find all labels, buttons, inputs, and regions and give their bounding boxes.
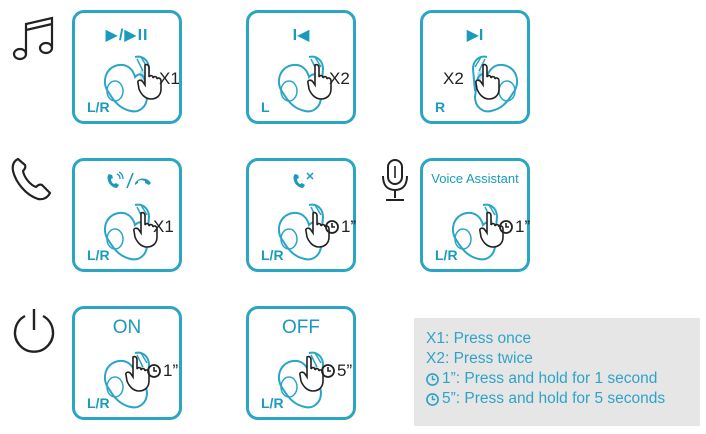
side-label: R	[435, 99, 446, 115]
card-power-on: ON 1” L/R	[72, 306, 182, 420]
microphone-icon	[382, 159, 408, 201]
power-off-label: OFF	[282, 317, 320, 338]
hold-duration: 1”	[147, 361, 178, 381]
voice-assistant-label: Voice Assistant	[431, 171, 519, 186]
hand-pointer-icon	[475, 63, 500, 100]
press-count: X2	[443, 69, 464, 88]
press-count: X1	[153, 217, 174, 236]
side-label: L/R	[87, 247, 110, 263]
legend-x2: X2: Press twice	[426, 350, 533, 367]
power-on-label: ON	[112, 317, 142, 338]
card-next: ▶I X2 R	[420, 10, 530, 124]
clock-icon	[321, 364, 335, 378]
clock-icon	[426, 392, 439, 406]
side-label: L/R	[87, 395, 110, 411]
clock-icon	[499, 220, 513, 234]
play-pause-label: ▶/▶II	[105, 27, 149, 44]
hold-duration-text: 5”	[337, 361, 353, 380]
legend-x1: X1: Press once	[426, 330, 532, 347]
side-label: L/R	[87, 99, 110, 115]
card-play-pause: ▶/▶II X1 L/R	[72, 10, 182, 124]
card-power-off: OFF 5” L/R	[246, 306, 356, 420]
music-icon	[12, 16, 54, 61]
card-reject-call: 1” L/R	[246, 158, 356, 272]
hold-duration: 5”	[321, 361, 352, 381]
hold-duration: 1”	[499, 217, 530, 237]
side-label: L	[261, 99, 270, 115]
legend-hold1: 1”: Press and hold for 1 second	[426, 369, 688, 389]
clock-icon	[147, 364, 161, 378]
clock-icon	[426, 372, 439, 386]
phone-icon	[11, 157, 52, 201]
hold-duration-text: 1”	[515, 217, 531, 236]
hold-duration-text: 1”	[341, 217, 357, 236]
side-label: L/R	[261, 395, 284, 411]
reject-call-icon	[293, 172, 314, 188]
answer-end-call-icon	[107, 171, 151, 189]
press-count: X1	[159, 69, 180, 88]
card-answer-end-call: X1 L/R	[72, 158, 182, 272]
side-label: L/R	[261, 247, 284, 263]
previous-label: I◀	[292, 27, 310, 44]
legend-box: X1: Press once X2: Press twice 1”: Press…	[414, 318, 700, 426]
hold-duration-text: 1”	[163, 361, 179, 380]
card-previous: I◀ X2 L	[246, 10, 356, 124]
side-label: L/R	[435, 247, 458, 263]
hold-duration: 1”	[325, 217, 356, 237]
power-icon	[13, 309, 55, 353]
next-label: ▶I	[466, 27, 484, 44]
legend-hold1-text: 1”: Press and hold for 1 second	[442, 370, 658, 387]
clock-icon	[325, 220, 339, 234]
legend-hold5-text: 5”: Press and hold for 5 seconds	[442, 390, 666, 407]
legend-hold5: 5”: Press and hold for 5 seconds	[426, 389, 688, 409]
card-voice-assistant: Voice Assistant 1” L/R	[420, 158, 530, 272]
press-count: X2	[329, 69, 350, 88]
